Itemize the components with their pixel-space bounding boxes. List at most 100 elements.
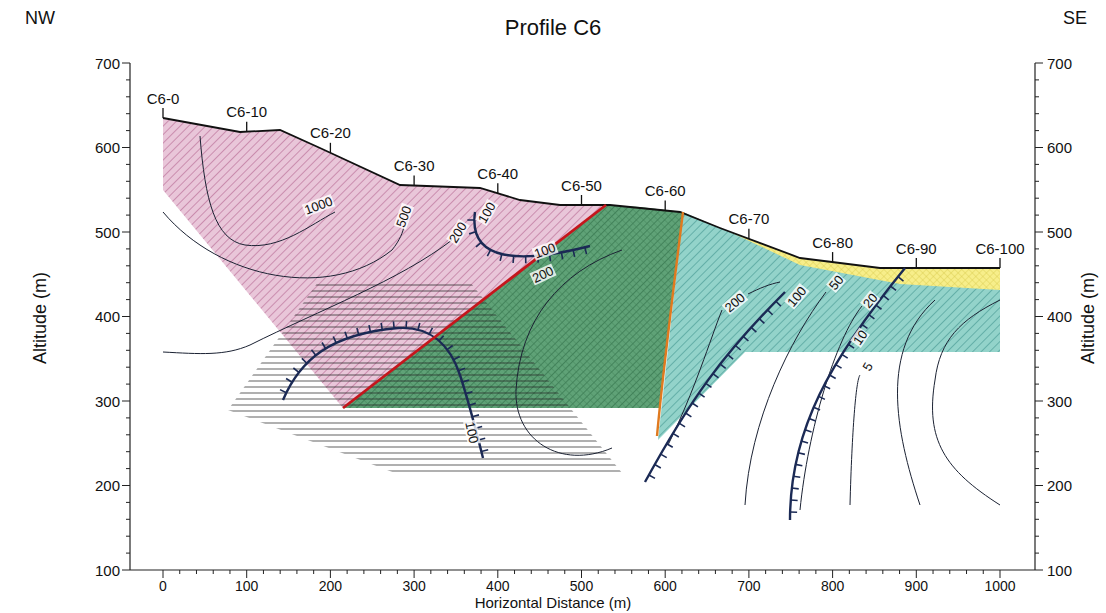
tick-mark (782, 570, 783, 574)
tick-mark (280, 390, 286, 393)
tick-mark (393, 321, 395, 328)
tick-mark (286, 379, 292, 383)
distance-tick: 1000 (984, 579, 1015, 593)
tick-mark (1035, 96, 1039, 97)
tick-mark (713, 374, 719, 378)
tick-mark (229, 570, 230, 574)
tick-mark (497, 570, 498, 578)
tick-mark (302, 358, 307, 363)
tick-mark (882, 570, 883, 574)
tick-mark (1035, 417, 1039, 418)
altitude-tick: 500 (1047, 225, 1072, 240)
tick-mark (1035, 147, 1043, 148)
tick-mark (126, 130, 130, 131)
tick-mark (692, 403, 698, 407)
tick-mark (345, 332, 347, 339)
axes-frame (130, 63, 1035, 570)
tick-mark (122, 232, 130, 233)
tick-mark (447, 570, 448, 574)
tick-mark (728, 355, 733, 359)
tick-mark (933, 570, 934, 574)
tick-mark (126, 96, 130, 97)
tick-mark (916, 258, 917, 268)
tick-mark (809, 418, 816, 421)
tick-mark (179, 570, 180, 574)
tick-mark (661, 454, 667, 457)
altitude-tick: 200 (95, 478, 120, 493)
topography (163, 118, 1000, 268)
tick-mark (381, 323, 382, 330)
tick-mark (581, 570, 582, 578)
tick-mark (322, 343, 326, 349)
tick-mark (126, 164, 130, 165)
tick-mark (397, 570, 398, 574)
tick-mark (330, 143, 331, 153)
tick-mark (512, 256, 514, 263)
tick-mark (1035, 451, 1039, 452)
tick-mark (464, 570, 465, 574)
tick-mark (466, 392, 473, 394)
tick-mark (330, 570, 331, 578)
station-label: C6-100 (975, 241, 1024, 256)
tick-mark (648, 570, 649, 574)
tick-mark (525, 256, 527, 263)
tick-mark (467, 219, 474, 221)
tick-mark (414, 570, 415, 578)
direction-label: SE (1063, 9, 1087, 27)
tick-mark (126, 198, 130, 199)
tick-mark (126, 451, 130, 452)
tick-mark (999, 258, 1000, 268)
tick-mark (347, 570, 348, 574)
tick-mark (862, 324, 868, 328)
tick-mark (126, 367, 130, 368)
tick-mark (581, 195, 582, 205)
station-label: C6-60 (645, 183, 686, 198)
axis-title: Horizontal Distance (m) (475, 595, 632, 610)
tick-mark (1035, 282, 1039, 283)
tick-mark (832, 570, 833, 578)
tick-mark (792, 487, 799, 489)
altitude-tick: 700 (1047, 56, 1072, 71)
tick-mark (814, 407, 820, 410)
tick-mark (430, 570, 431, 574)
tick-mark (793, 476, 800, 477)
tick-mark (819, 396, 825, 399)
tick-mark (122, 63, 130, 64)
tick-mark (561, 252, 562, 259)
tick-mark (1035, 350, 1039, 351)
tick-mark (849, 570, 850, 574)
tick-mark (768, 310, 773, 315)
tick-mark (313, 570, 314, 574)
tick-mark (126, 519, 130, 520)
orange-contact (657, 212, 683, 436)
tick-mark (476, 242, 481, 247)
tick-mark (447, 346, 453, 350)
tick-mark (126, 113, 130, 114)
tick-mark (1035, 367, 1039, 368)
tick-mark (869, 315, 875, 319)
tick-mark (405, 321, 407, 328)
tick-mark (790, 511, 797, 513)
station-ticks (163, 108, 1000, 268)
tick-mark (122, 570, 130, 571)
tick-mark (667, 444, 673, 448)
tick-mark (213, 570, 214, 574)
tick-mark (1035, 536, 1039, 537)
tick-mark (1035, 519, 1039, 520)
tick-mark (720, 364, 726, 368)
tick-mark (686, 413, 692, 417)
distance-tick: 700 (737, 579, 760, 593)
tick-mark (801, 441, 808, 443)
tick-mark (296, 570, 297, 574)
contour-label: 5 (860, 359, 876, 373)
tick-mark (966, 570, 967, 574)
altitude-tick: 400 (95, 309, 120, 324)
tick-mark (815, 570, 816, 574)
tick-mark (163, 570, 164, 578)
tick-mark (311, 350, 315, 356)
tick-mark (196, 570, 197, 574)
tick-mark (830, 375, 836, 378)
chart-title: Profile C6 (505, 17, 602, 39)
tick-mark (497, 183, 498, 193)
tick-mark (798, 453, 805, 455)
